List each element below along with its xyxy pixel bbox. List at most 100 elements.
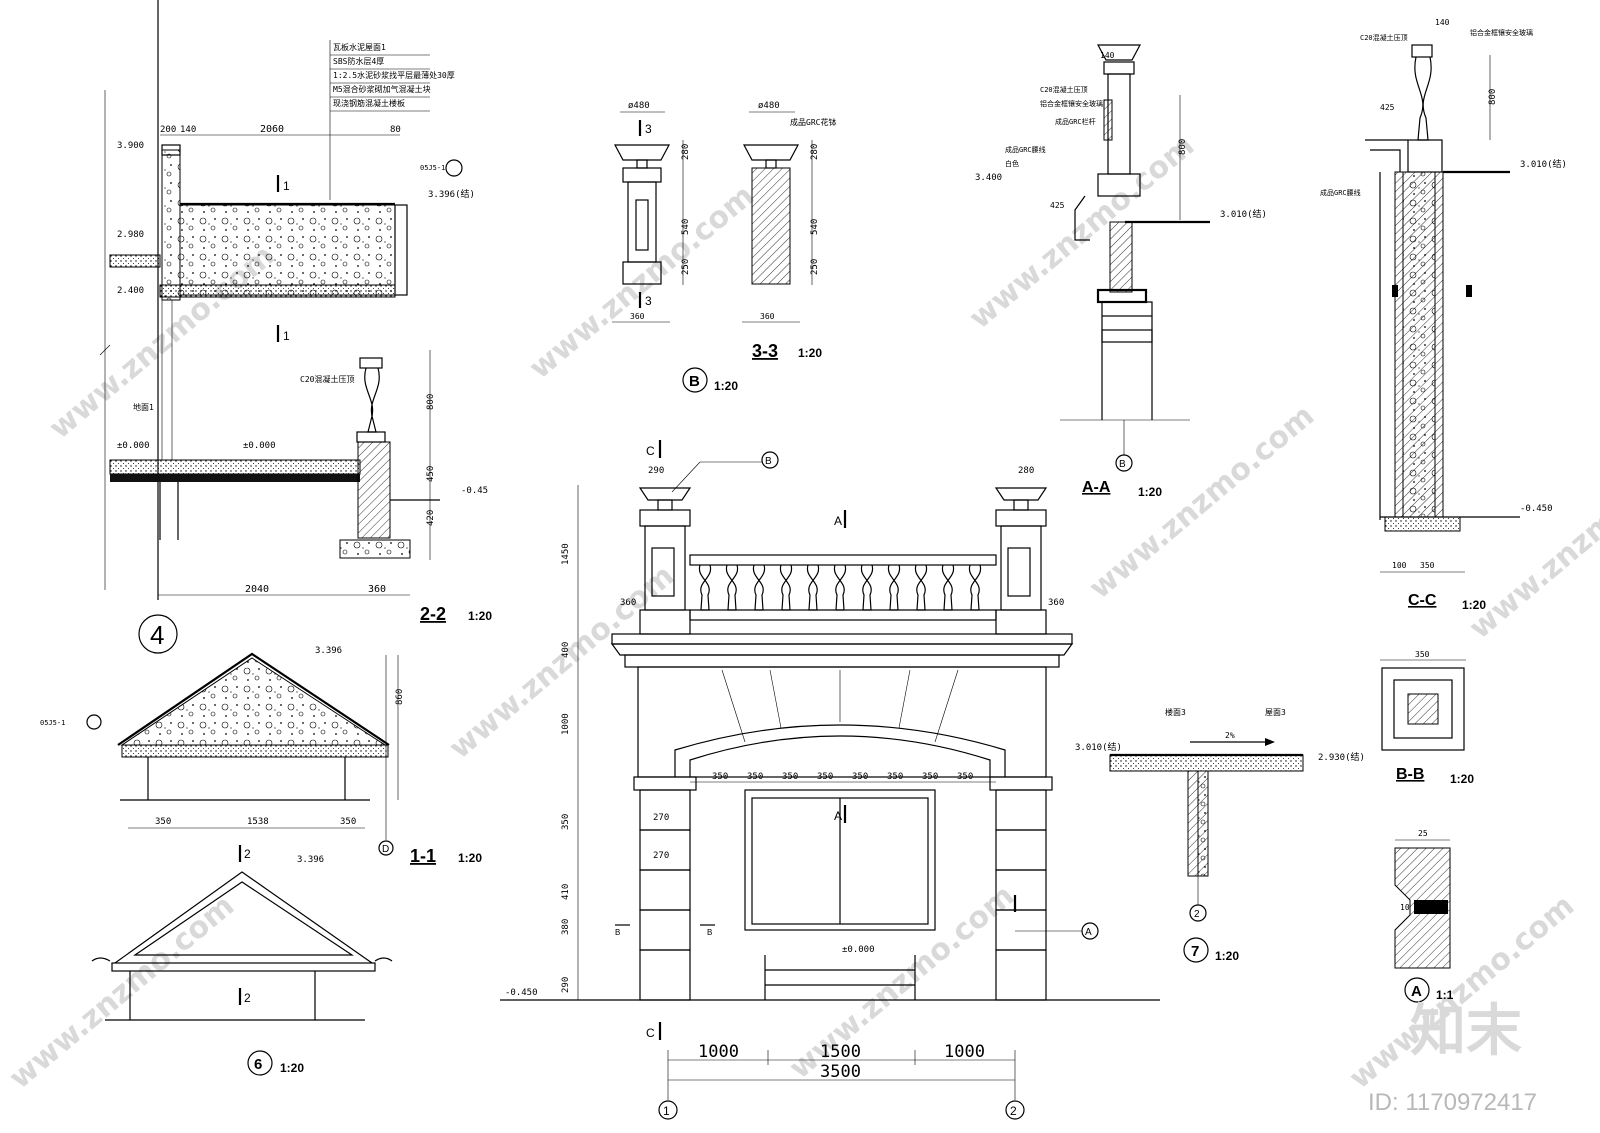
dim-text: 80 — [390, 125, 401, 135]
section-scale: 1:20 — [798, 346, 822, 360]
dim-text: 350 — [852, 772, 868, 782]
level-text: 3.396 — [297, 855, 324, 865]
section-title: 2-2 — [420, 604, 446, 624]
dim-text: 350 — [1420, 561, 1435, 570]
note-text: 2% — [1225, 731, 1235, 740]
dim-text: 100 — [1392, 561, 1407, 570]
level-text: ±0.000 — [117, 441, 150, 451]
column-block — [995, 829, 1047, 871]
dim-text: 800 — [1488, 89, 1498, 105]
section-b-b: 350 B-B 1:20 — [1380, 650, 1474, 786]
dim-text: 250 — [810, 259, 820, 275]
dim-text: 360 — [620, 598, 636, 608]
watermark-text: www.znzmo.com — [1083, 398, 1321, 606]
dim-text: 1000 — [561, 713, 571, 735]
ref-text: 05J5-1 — [420, 164, 445, 172]
ref-circle: A — [1085, 927, 1092, 938]
baluster — [698, 564, 712, 611]
dim-text: 540 — [681, 219, 691, 235]
note-text: 铝合金框镶安全玻璃 — [1040, 99, 1103, 108]
detail-a: 25 10 A 1:1 — [1394, 829, 1454, 1003]
dim-text: 1500 — [820, 1042, 861, 1062]
note-text: 屋面3 — [1265, 708, 1286, 717]
grid-axis-label: B — [1119, 459, 1126, 470]
cut-mark: B — [615, 928, 620, 937]
dim-text: 1000 — [698, 1042, 739, 1062]
note-text: C20混凝土压顶 — [300, 374, 354, 384]
column-block — [995, 789, 1047, 831]
dim-text: 250 — [681, 259, 691, 275]
note-text: 铝合金框镶安全玻璃 — [1470, 28, 1533, 37]
dim-text: 350 — [747, 772, 763, 782]
cut-mark: 2 — [244, 847, 251, 861]
cut-mark: 1 — [283, 329, 290, 343]
main-elevation: A A C C B B A B ±0.000 -0.450 1450 400 1… — [500, 440, 1160, 1120]
column-block — [639, 829, 691, 871]
watermark-text: www.znzmo.com — [523, 178, 761, 386]
watermark-text: www.znzmo.com — [1343, 888, 1581, 1096]
cut-mark: C — [646, 1026, 655, 1040]
section-title: 7 — [1191, 943, 1199, 960]
note-text: 成品GRC花钵 — [790, 117, 836, 127]
column-block — [639, 789, 691, 831]
layer-note: M5混合砂浆砌加气混凝土块 — [333, 84, 431, 94]
level-text: 3.010(结) — [1220, 208, 1267, 220]
section-scale: 1:20 — [458, 851, 482, 865]
section-a-a: C20混凝土压顶 铝合金框镶安全玻璃 成品GRC栏杆 成品GRC腰线 白色 3.… — [975, 44, 1267, 499]
baluster — [941, 564, 955, 611]
dim-text: 350 — [887, 772, 903, 782]
dim-text: 380 — [561, 919, 571, 935]
dim-text: 360 — [368, 584, 386, 595]
dim-text: 350 — [340, 817, 356, 827]
dim-text: ø480 — [628, 101, 650, 111]
dim-text: 360 — [760, 312, 775, 321]
note-text: C20混凝土压顶 — [1360, 33, 1408, 42]
dim-text: 270 — [653, 813, 669, 823]
level-text: -0.45 — [461, 486, 488, 496]
section-scale: 1:1 — [1436, 988, 1454, 1002]
image-id-text: ID: 1170972417 — [1368, 1089, 1537, 1116]
baluster — [914, 564, 928, 611]
section-title: B — [689, 373, 700, 390]
dim-text: 290 — [648, 466, 664, 476]
dim-text: 140 — [1100, 51, 1115, 60]
dim-text: 25 — [1418, 829, 1428, 838]
dim-text: 280 — [681, 144, 691, 160]
dim-text: 2060 — [260, 124, 284, 135]
grid-axis-label: 2 — [1010, 1104, 1017, 1118]
dim-text: 280 — [1018, 466, 1034, 476]
layer-note: 现浇钢筋混凝土楼板 — [333, 98, 405, 108]
layer-note: SBS防水层4厚 — [333, 56, 384, 66]
layer-note: 1:2.5水泥砂浆找平层最薄处30厚 — [333, 70, 455, 80]
grid-axis-label: 2 — [1194, 909, 1200, 920]
detail-7: 2 2% 楼面3 屋面3 3.010(结) 2.930(结) 7 1:20 — [1075, 707, 1365, 963]
note-text: 白色 — [1005, 159, 1019, 168]
dim-text: 350 — [922, 772, 938, 782]
dim-text: 140 — [1435, 18, 1450, 27]
baluster — [779, 564, 793, 611]
dim-text: 140 — [180, 125, 196, 135]
layer-note: 瓦板水泥屋面1 — [333, 42, 386, 52]
section-c-c: 100 350 140 C20混凝土压顶 铝合金框镶安全玻璃 成品GRC腰线 8… — [1320, 18, 1567, 612]
level-text: 2.400 — [117, 286, 144, 296]
cut-mark: A — [834, 809, 842, 823]
detail-b: 3 3 ø480 280 540 250 360 B 1:20 — [612, 101, 738, 393]
note-text: C20混凝土压顶 — [1040, 85, 1088, 94]
dim-text: 10 — [1400, 903, 1410, 912]
column-capital — [989, 776, 1053, 791]
watermark-text: www.znzmo.com — [963, 128, 1201, 336]
baluster — [833, 564, 847, 611]
note-text: 地面1 — [133, 402, 154, 412]
note-text: 成品GRC腰线 — [1005, 145, 1046, 154]
balustrade — [698, 564, 982, 611]
dim-text: 420 — [426, 510, 436, 526]
baluster — [968, 564, 982, 611]
dim-text: 350 — [782, 772, 798, 782]
section-2-2: 2040 360 200 140 2060 80 800 450 420 3.9… — [99, 0, 492, 654]
column-block — [639, 909, 691, 951]
dim-text: 425 — [1380, 103, 1395, 112]
watermark-text: www.znzmo.com — [783, 878, 1021, 1086]
dim-text: 400 — [561, 642, 571, 658]
dim-text: 860 — [395, 689, 405, 705]
dim-text: ø480 — [758, 101, 780, 111]
